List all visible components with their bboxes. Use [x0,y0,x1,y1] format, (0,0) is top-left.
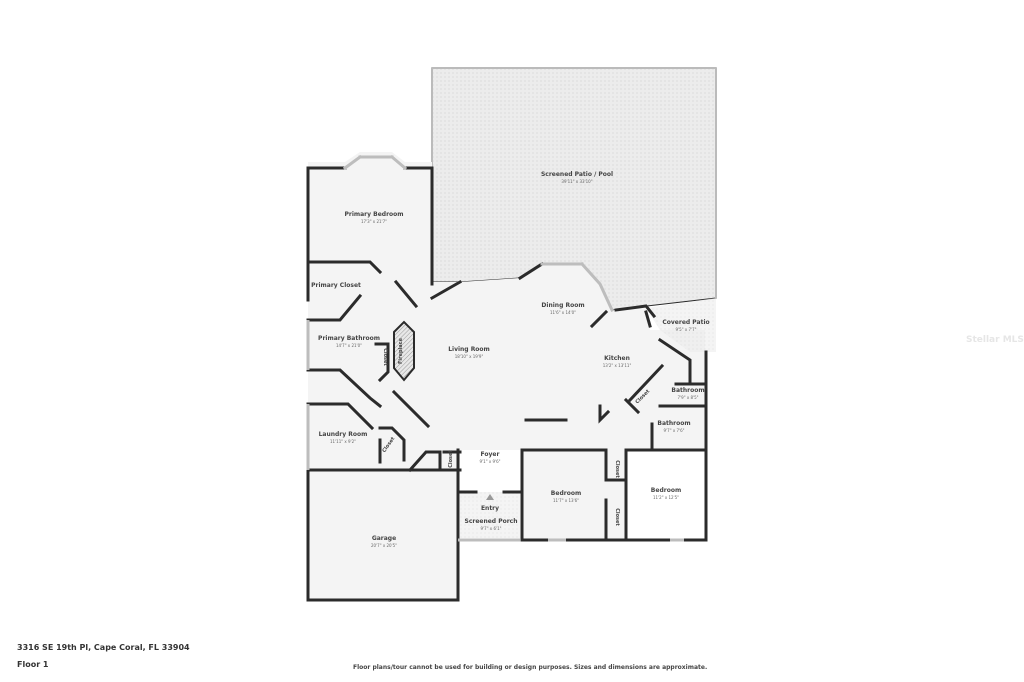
garage-floor [308,470,458,600]
room-primary-bathroom: Primary Bathroom 14'7" x 21'0" [318,335,380,349]
room-dimensions: 14'7" x 21'0" [335,343,363,348]
room-dimensions: 9'7" x 7'6" [663,428,685,433]
room-dimensions: 11'6" x 14'0" [549,310,577,315]
room-dimensions: 9'1" x 9'6" [479,459,501,464]
room-laundry-room: Laundry Room 11'11" x 9'2" [319,431,368,445]
room-name: Bathroom [671,387,705,394]
room-dimensions: 39'11" x 33'10" [561,179,593,184]
room-name: Foyer [480,451,500,458]
room-screened-porch: Screened Porch 9'7" x 6'1" [464,518,517,532]
room-dimensions: 7'9" x 8'5" [677,395,699,400]
closet-label-bedroom-1: Closet [613,460,620,478]
room-primary-closet: Primary Closet [311,282,361,290]
room-name: Primary Bathroom [318,335,380,342]
room-name: Living Room [448,346,490,353]
room-name: Entry [480,505,500,512]
room-name: Garage [371,535,397,542]
room-covered-patio: Covered Patio 9'5" x 7'7" [662,319,709,333]
room-dimensions: 11'11" x 9'2" [329,439,357,444]
windows [306,320,684,542]
room-name: Covered Patio [662,319,710,326]
room-name: Bedroom [650,487,682,494]
room-dimensions: 9'7" x 6'1" [480,526,502,531]
room-dimensions: 11'7" x 13'6" [552,498,580,503]
room-bathroom-2: Bathroom 9'7" x 7'6" [657,420,690,434]
closet-label-foyer: Closet [447,450,454,468]
floor-label: Floor 1 [17,660,49,669]
disclaimer: Floor plans/tour cannot be used for buil… [353,664,708,671]
room-name: Primary Closet [311,282,361,289]
room-foyer: Foyer 9'1" x 9'6" [480,451,501,465]
property-address: 3316 SE 19th Pl, Cape Coral, FL 33904 [17,643,190,652]
room-kitchen: Kitchen 13'2" x 13'11" [603,355,632,369]
room-dining-room: Dining Room 11'6" x 14'0" [541,302,584,316]
room-dimensions: 17'3" x 21'7" [360,219,388,224]
room-living-room: Living Room 18'10" x 19'9" [448,346,490,360]
walls [306,154,708,602]
covered-patio-area [646,298,716,352]
fireplace-label: Fireplace [398,337,405,365]
room-name: Bathroom [657,420,691,427]
room-bedroom-1: Bedroom 11'7" x 13'6" [551,490,581,504]
room-bathroom-1: Bathroom 7'9" x 8'5" [671,387,704,401]
room-name: Bedroom [550,490,582,497]
room-name: Screened Porch [464,518,518,525]
room-name: Kitchen [604,355,630,362]
room-entry: Entry [481,505,499,513]
entry-arrow-icon [486,494,494,500]
watermark: Stellar MLS [966,335,1024,345]
room-garage: Garage 20'7" x 20'5" [371,535,397,549]
interior-floor [308,152,705,540]
room-primary-bedroom: Primary Bedroom 17'3" x 21'7" [344,211,403,225]
room-name: Screened Patio / Pool [540,171,614,178]
room-bedroom-2: Bedroom 11'2" x 12'5" [651,487,681,501]
room-name: Primary Bedroom [344,211,404,218]
room-dimensions: 20'7" x 20'5" [370,543,398,548]
closet-label-bedroom-2: Closet [613,508,620,526]
room-dimensions: 18'10" x 19'9" [454,354,484,359]
closet-label-bath: Closet [381,348,388,366]
room-name: Dining Room [541,302,585,309]
room-dimensions: 13'2" x 13'11" [602,363,632,368]
room-dimensions: 9'5" x 7'7" [675,327,697,332]
room-screened-patio: Screened Patio / Pool 39'11" x 33'10" [541,171,613,185]
room-dimensions: 11'2" x 12'5" [652,495,680,500]
room-name: Laundry Room [318,431,368,438]
